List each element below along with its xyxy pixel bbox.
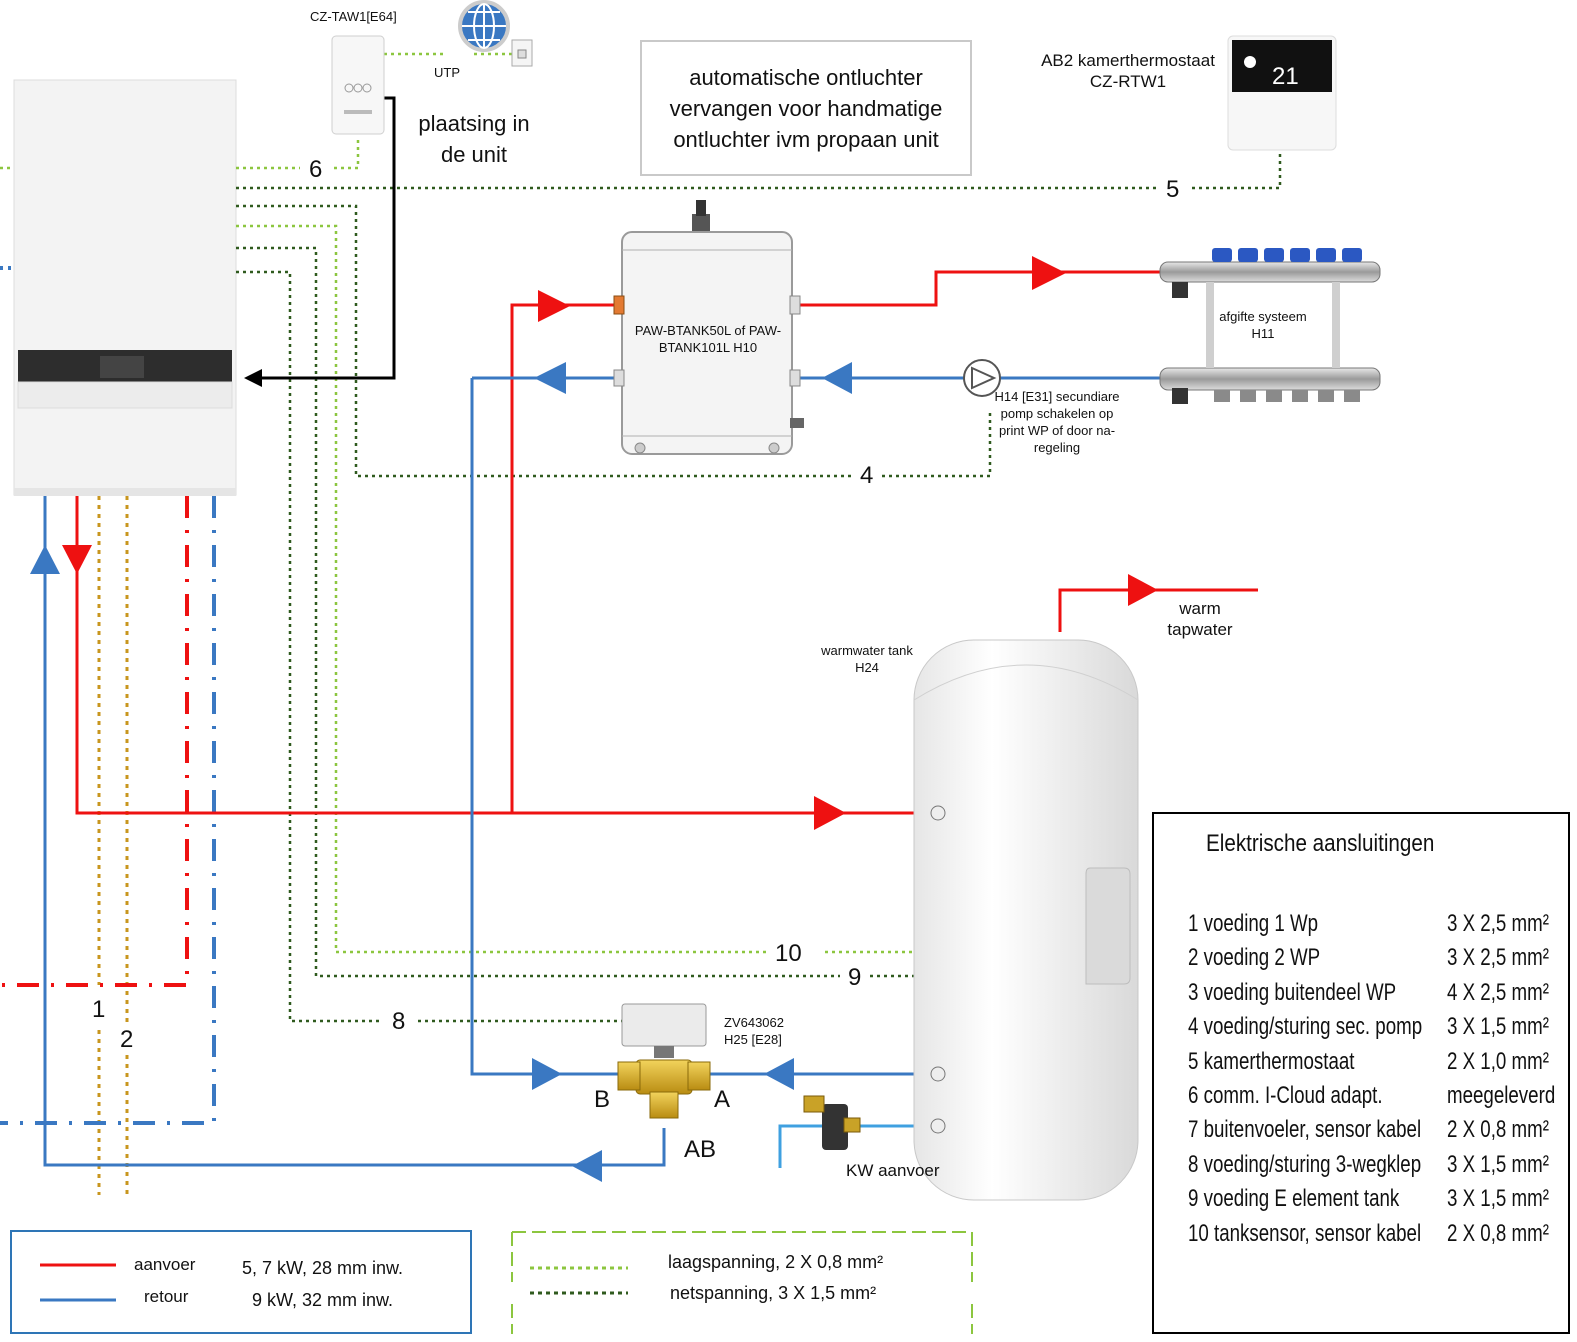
control-arrow xyxy=(244,369,262,387)
electrical-row-spec: 4 X 2,5 mm² xyxy=(1447,978,1549,1006)
electrical-row: 4 voeding/sturing sec. pomp 3 X 1,5 mm² xyxy=(1154,1013,1568,1047)
electrical-row: 8 voeding/sturing 3-wegklep 3 X 1,5 mm² xyxy=(1154,1151,1568,1185)
pipe-legend: aanvoer retour 5, 7 kW, 28 mm inw. 9 kW,… xyxy=(10,1230,472,1334)
adapter-label: CZ-TAW1[E64] xyxy=(310,9,397,24)
manifold xyxy=(1159,248,1381,404)
electrical-row-spec: meegeleverd xyxy=(1447,1082,1556,1109)
electrical-row: 2 voeding 2 WP 3 X 2,5 mm² xyxy=(1154,944,1568,978)
outdoor-lines xyxy=(0,266,216,1125)
venting-note-text: automatische ontluchter vervangen voor h… xyxy=(669,64,943,152)
cable-number-2: 2 xyxy=(120,1026,134,1053)
electrical-row-name: 8 voeding/sturing 3-wegklep xyxy=(1188,1150,1422,1178)
electrical-row: 9 voeding E element tank 3 X 1,5 mm² xyxy=(1154,1185,1568,1219)
legend-low-voltage: laagspanning, 2 X 0,8 mm² xyxy=(668,1252,884,1272)
electrical-row-name: 2 voeding 2 WP xyxy=(1188,944,1321,972)
router-icon xyxy=(511,39,533,67)
valve-port-a: A xyxy=(714,1086,731,1113)
electrical-title: Elektrische aansluitingen xyxy=(1206,830,1435,857)
electrical-row-spec: 2 X 1,0 mm² xyxy=(1447,1047,1549,1075)
legend-spec-1: 5, 7 kW, 28 mm inw. xyxy=(242,1258,404,1278)
utp-label: UTP xyxy=(434,65,460,80)
dhw-tank-label: warmwater tank H24 xyxy=(821,643,913,675)
heat-pump-unit xyxy=(13,79,237,496)
electrical-row: 5 kamerthermostaat 2 X 1,0 mm² xyxy=(1154,1048,1568,1082)
cable-number-5: 5 xyxy=(1166,176,1180,203)
valve-label: ZV643062 H25 [E28] xyxy=(724,1015,784,1047)
electrical-row-spec: 2 X 0,8 mm² xyxy=(1447,1116,1549,1144)
legend-mains-voltage: netspanning, 3 X 1,5 mm² xyxy=(670,1283,877,1303)
electrical-row: 6 comm. I-Cloud adapt. meegeleverd xyxy=(1154,1082,1568,1116)
electrical-row-name: 7 buitenvoeler, sensor kabel xyxy=(1188,1116,1422,1144)
cable-number-10: 10 xyxy=(775,940,802,967)
cold-water-pipe xyxy=(778,1124,938,1168)
low-voltage-wiring xyxy=(0,52,1085,954)
cable-number-4: 4 xyxy=(860,462,874,489)
cable-number-8: 8 xyxy=(392,1008,406,1035)
legend-spec-2: 9 kW, 32 mm inw. xyxy=(252,1290,394,1310)
valve-port-b: B xyxy=(594,1086,611,1113)
cable-number-6: 6 xyxy=(309,156,323,183)
electrical-row-name: 5 kamerthermostaat xyxy=(1188,1047,1355,1075)
placement-label: plaatsing in de unit xyxy=(418,111,530,167)
return-arrows xyxy=(30,362,852,1182)
legend-lines xyxy=(40,1263,628,1302)
valve-port-ab: AB xyxy=(684,1136,717,1163)
electrical-row: 7 buitenvoeler, sensor kabel 2 X 0,8 mm² xyxy=(1154,1116,1568,1150)
legend-return: retour xyxy=(144,1287,189,1306)
electrical-row-spec: 3 X 2,5 mm² xyxy=(1447,910,1549,937)
globe-icon xyxy=(458,0,510,52)
buffer-tank xyxy=(613,200,804,455)
electrical-row-spec: 3 X 1,5 mm² xyxy=(1447,1150,1549,1178)
manifold-label: afgifte systeem H11 xyxy=(1219,309,1307,341)
legend-supply: aanvoer xyxy=(134,1255,196,1274)
safety-group xyxy=(803,1095,861,1150)
three-way-valve xyxy=(617,1003,711,1119)
electrical-row-name: 1 voeding 1 Wp xyxy=(1188,910,1319,937)
room-thermostat: 21 xyxy=(1227,35,1337,151)
warm-tapwater-label: warm tapwater xyxy=(1167,599,1233,639)
electrical-connections-table: Elektrische aansluitingen 1 voeding 1 Wp… xyxy=(1152,812,1570,1334)
legend-frame-2 xyxy=(511,1231,973,1334)
electrical-row-spec: 2 X 0,8 mm² xyxy=(1447,1219,1549,1247)
cloud-adapter xyxy=(331,35,385,135)
venting-note: automatische ontluchter vervangen voor h… xyxy=(640,40,972,176)
electrical-row-name: 10 tanksensor, sensor kabel xyxy=(1188,1219,1422,1247)
electrical-row-spec: 3 X 1,5 mm² xyxy=(1447,1013,1549,1041)
electrical-row-spec: 3 X 2,5 mm² xyxy=(1447,944,1549,972)
supply-arrows xyxy=(62,256,1158,830)
electrical-row-name: 9 voeding E element tank xyxy=(1188,1185,1400,1213)
electrical-row: 3 voeding buitendeel WP 4 X 2,5 mm² xyxy=(1154,979,1568,1013)
cold-water-label: KW aanvoer xyxy=(846,1161,940,1180)
cable-number-9: 9 xyxy=(848,964,862,991)
thermostat-display: 21 xyxy=(1272,63,1299,90)
electrical-row: 1 voeding 1 Wp 3 X 2,5 mm² xyxy=(1154,910,1568,944)
electrical-row-name: 4 voeding/sturing sec. pomp xyxy=(1188,1013,1423,1041)
control-cable xyxy=(258,96,396,380)
electrical-row-name: 3 voeding buitendeel WP xyxy=(1188,978,1397,1006)
pump-label: H14 [E31] secundiare pomp schakelen op p… xyxy=(994,389,1120,455)
pump-icon xyxy=(963,359,1001,397)
electrical-row: 10 tanksensor, sensor kabel 2 X 0,8 mm² xyxy=(1154,1220,1568,1254)
electrical-row-spec: 3 X 1,5 mm² xyxy=(1447,1185,1549,1213)
sensor-cables xyxy=(97,496,129,1195)
buffer-tank-label: PAW-BTANK50L of PAW-BTANK101L H10 xyxy=(634,323,782,355)
electrical-row-name: 6 comm. I-Cloud adapt. xyxy=(1188,1082,1383,1109)
cable-number-1: 1 xyxy=(92,996,106,1023)
dhw-tank xyxy=(913,639,1139,1201)
thermostat-label: AB2 kamerthermostaat CZ-RTW1 xyxy=(1041,51,1215,91)
